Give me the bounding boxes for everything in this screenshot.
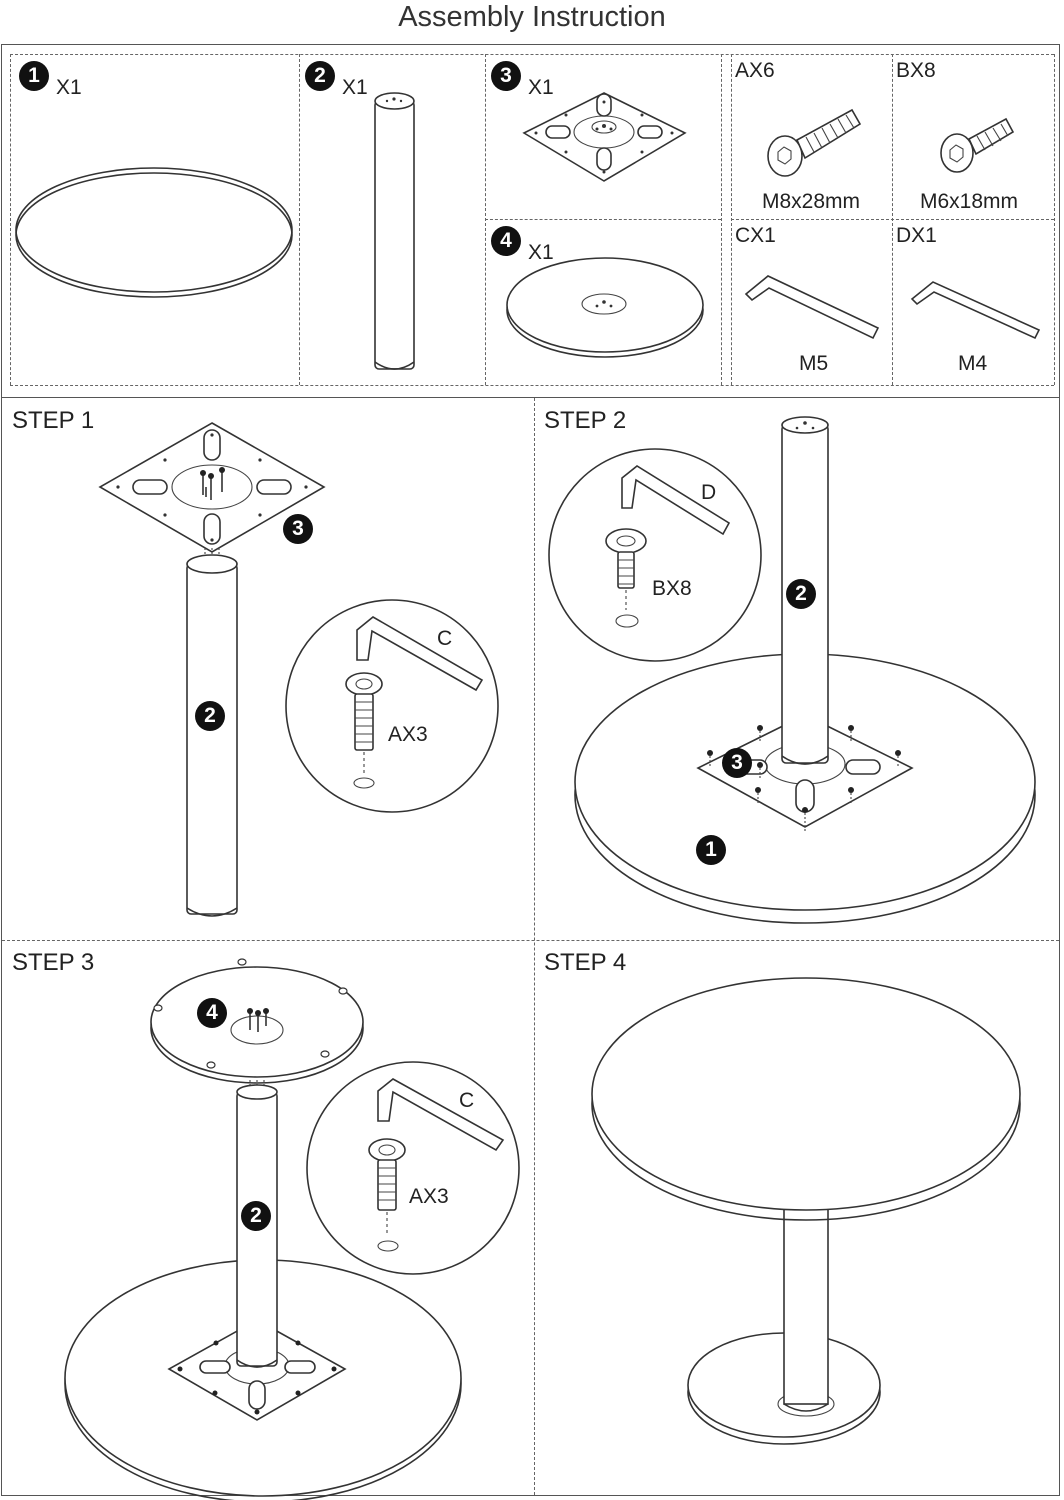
divider xyxy=(1054,54,1055,385)
hardware-a-size: M8x28mm xyxy=(762,190,861,213)
step-1-label: STEP 1 xyxy=(12,407,95,434)
step-3-part-badge: 2 xyxy=(241,1201,271,1231)
hardware-d-size: M4 xyxy=(958,352,988,375)
bolt-m8-icon xyxy=(767,108,862,177)
divider xyxy=(534,398,535,1495)
part-1-badge: 1 xyxy=(19,61,49,91)
part-2-qty: X1 xyxy=(342,76,368,99)
step-1-tool-label: C xyxy=(437,627,453,650)
tabletop-icon xyxy=(15,167,293,298)
step-3-screw-label: AX3 xyxy=(409,1185,449,1208)
step-1-part-badge: 3 xyxy=(283,514,313,544)
step2-detail-circle xyxy=(548,448,762,662)
part-1-qty: X1 xyxy=(56,76,82,99)
bolt-m6-icon xyxy=(940,117,1015,173)
base-disc-icon xyxy=(506,257,704,358)
hardware-b-size: M6x18mm xyxy=(920,190,1019,213)
hex-key-m5-icon xyxy=(744,275,880,340)
page-title: Assembly Instruction xyxy=(398,1,666,33)
step-4-label: STEP 4 xyxy=(544,949,627,976)
step-2-part-badge: 2 xyxy=(786,579,816,609)
step1-plate-icon xyxy=(98,422,326,553)
step4-finished-table-icon xyxy=(591,977,1021,1445)
step1-detail-circle xyxy=(285,599,499,813)
hardware-c-size: M5 xyxy=(799,352,829,375)
step3-assembly-icon xyxy=(64,1080,462,1500)
hardware-a-code: AX6 xyxy=(735,59,775,82)
hex-key-m4-icon xyxy=(910,281,1041,340)
step-1-screw-label: AX3 xyxy=(388,723,428,746)
divider xyxy=(10,54,1054,55)
step-2-part-badge: 1 xyxy=(696,835,726,865)
divider xyxy=(10,54,11,385)
hardware-c-code: CX1 xyxy=(735,224,776,247)
column-icon xyxy=(374,92,415,370)
divider xyxy=(721,54,722,385)
hardware-d-code: DX1 xyxy=(896,224,937,247)
divider xyxy=(299,54,300,385)
step-2-tool-label: D xyxy=(701,481,717,504)
divider xyxy=(10,385,1054,386)
step-2-part-badge: 3 xyxy=(722,748,752,778)
divider xyxy=(2,940,1059,941)
step-3-part-badge: 4 xyxy=(197,998,227,1028)
step-3-tool-label: C xyxy=(459,1089,475,1112)
instruction-frame xyxy=(1,44,1060,1496)
step-3-label: STEP 3 xyxy=(12,949,95,976)
part-4-qty: X1 xyxy=(528,241,554,264)
divider xyxy=(485,219,721,220)
part-4-badge: 4 xyxy=(491,226,521,256)
divider xyxy=(2,397,1059,398)
mounting-plate-icon xyxy=(522,92,687,182)
step-1-part-badge: 2 xyxy=(195,701,225,731)
step-2-screw-label: BX8 xyxy=(652,577,692,600)
step3-detail-circle xyxy=(306,1061,520,1275)
divider xyxy=(731,219,1054,220)
part-3-qty: X1 xyxy=(528,76,554,99)
step3-base-disc-icon xyxy=(150,958,364,1084)
part-2-badge: 2 xyxy=(305,61,335,91)
step1-column-icon xyxy=(186,548,238,917)
hardware-b-code: BX8 xyxy=(896,59,936,82)
part-3-badge: 3 xyxy=(491,61,521,91)
step-2-label: STEP 2 xyxy=(544,407,627,434)
